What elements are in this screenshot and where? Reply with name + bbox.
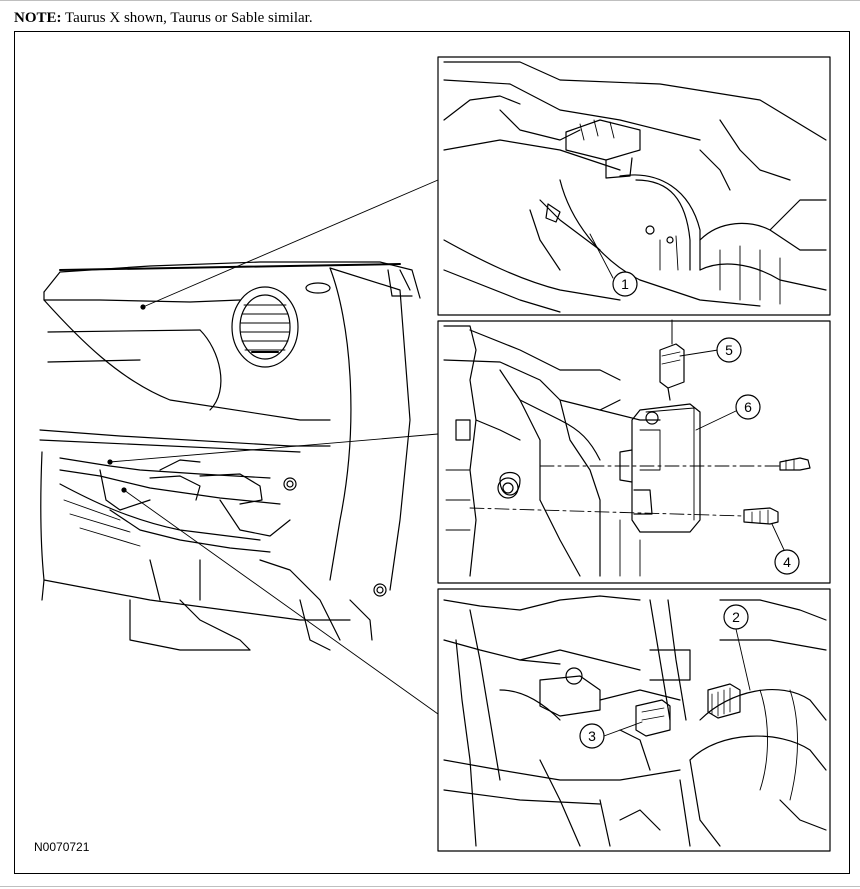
callout-number-6: 6 xyxy=(744,399,752,415)
top-rule xyxy=(0,0,860,1)
detail-panel-1 xyxy=(437,56,831,316)
callout-circle-3 xyxy=(579,723,605,749)
bottom-rule xyxy=(0,886,860,887)
callout-circle-5 xyxy=(716,337,742,363)
note-line: NOTE: Taurus X shown, Taurus or Sable si… xyxy=(14,10,313,27)
figure-frame xyxy=(14,31,850,874)
figure-id: N0070721 xyxy=(34,840,90,854)
callout-circle-6 xyxy=(735,394,761,420)
dashboard-overview xyxy=(39,261,421,651)
zoom-leader-lines xyxy=(109,179,439,715)
callout-number-3: 3 xyxy=(588,728,596,744)
callout-circle-1 xyxy=(612,271,638,297)
callout-number-1: 1 xyxy=(621,276,629,292)
callout-circle-4 xyxy=(774,549,800,575)
note-label: NOTE: xyxy=(14,10,62,26)
callout-number-5: 5 xyxy=(725,342,733,358)
callout-circle-2 xyxy=(723,604,749,630)
detail-panel-2 xyxy=(437,319,831,584)
callout-number-2: 2 xyxy=(732,609,740,625)
note-text: Taurus X shown, Taurus or Sable similar. xyxy=(65,10,313,26)
callout-number-4: 4 xyxy=(783,554,791,570)
detail-panel-3 xyxy=(437,588,831,852)
